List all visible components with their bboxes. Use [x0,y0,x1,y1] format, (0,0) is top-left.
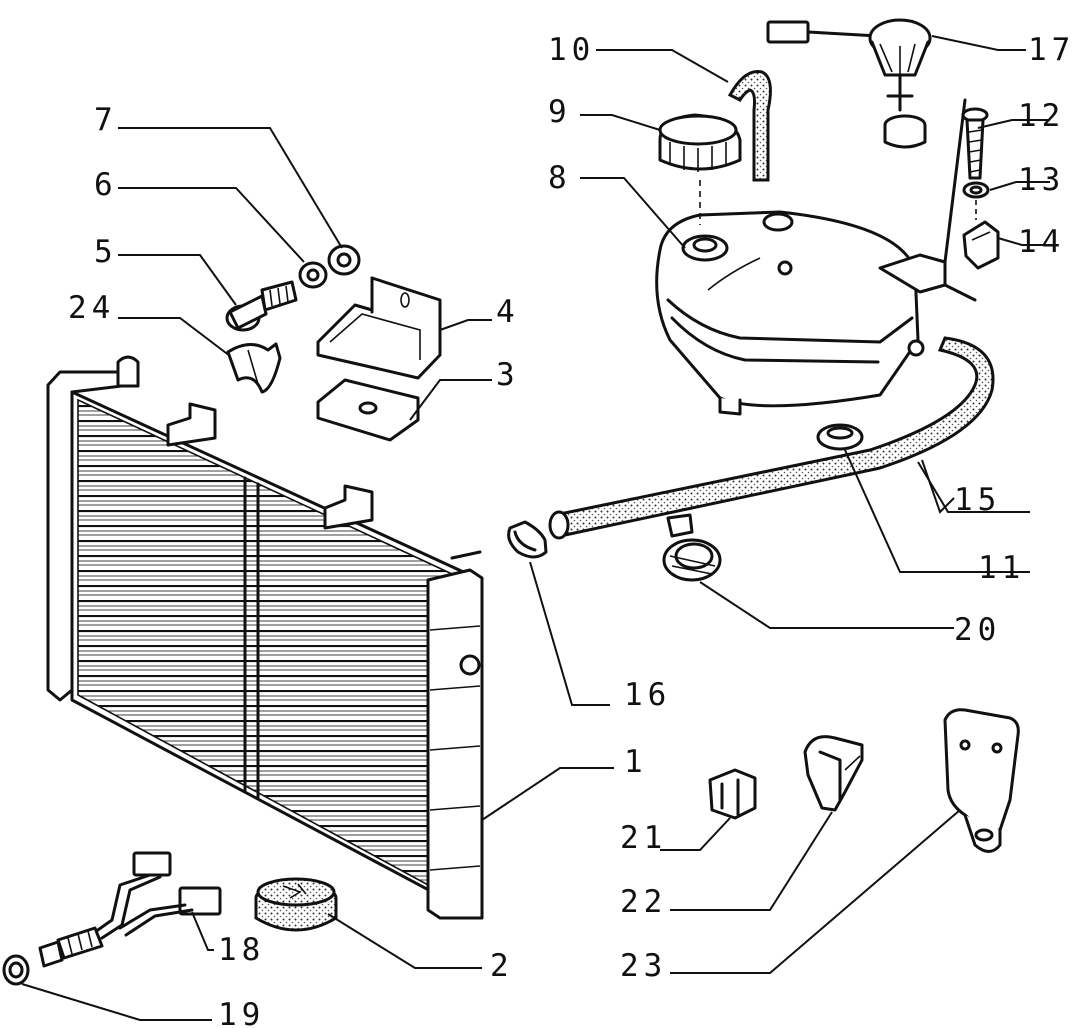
bolt-part [225,280,298,332]
clip-nut-part [962,220,1000,270]
callout-6: 6 [94,167,118,203]
callout-20: 20 [954,612,1001,648]
callout-19: 19 [218,997,265,1028]
small-hose-part [727,69,772,182]
callout-14: 14 [1018,224,1065,260]
callout-4: 4 [496,294,520,330]
expansion-tank-part [655,98,977,416]
callout-15: 15 [954,482,1001,518]
callout-7: 7 [94,102,118,138]
washer-13-part [962,181,990,220]
temperature-switch-part [38,851,222,968]
leader-lines [21,35,1050,1021]
washer-6-part [298,261,328,289]
hose-clamp-16-part [507,520,548,559]
level-sensor-part [766,18,932,149]
callout-11: 11 [978,550,1025,586]
callout-8: 8 [548,160,572,196]
screw-part [961,107,989,180]
washer-7-part [327,244,361,276]
radiator-part [46,355,484,920]
hose-clamp-20-part [662,513,722,582]
callout-18: 18 [218,932,265,968]
callout-13: 13 [1018,162,1065,198]
bracket-part [316,276,442,380]
callout-1: 1 [624,744,648,780]
callout-12: 12 [1018,98,1065,134]
clip-22-part [803,735,864,812]
callout-10: 10 [548,32,595,68]
callout-24: 24 [68,290,115,326]
callout-21: 21 [620,820,667,856]
callout-labels: 1 2 3 4 5 6 7 8 9 10 11 12 13 14 15 16 1… [68,32,1075,1028]
callout-17: 17 [1028,32,1075,68]
mounting-plate-part [943,708,1020,853]
long-hose-part [548,336,995,540]
grommet-part [816,423,864,451]
callout-5: 5 [94,234,118,270]
callout-22: 22 [620,884,667,920]
seal-ring-part [2,954,30,986]
clip-24-part [226,342,282,394]
callout-16: 16 [624,677,671,713]
filler-cap-part [658,113,742,225]
foam-pad-part [254,877,338,932]
clip-21-part [708,768,757,820]
base-plate-part [316,378,420,442]
callout-9: 9 [548,94,572,130]
callout-2: 2 [490,948,514,984]
callout-23: 23 [620,948,667,984]
callout-3: 3 [496,357,520,393]
